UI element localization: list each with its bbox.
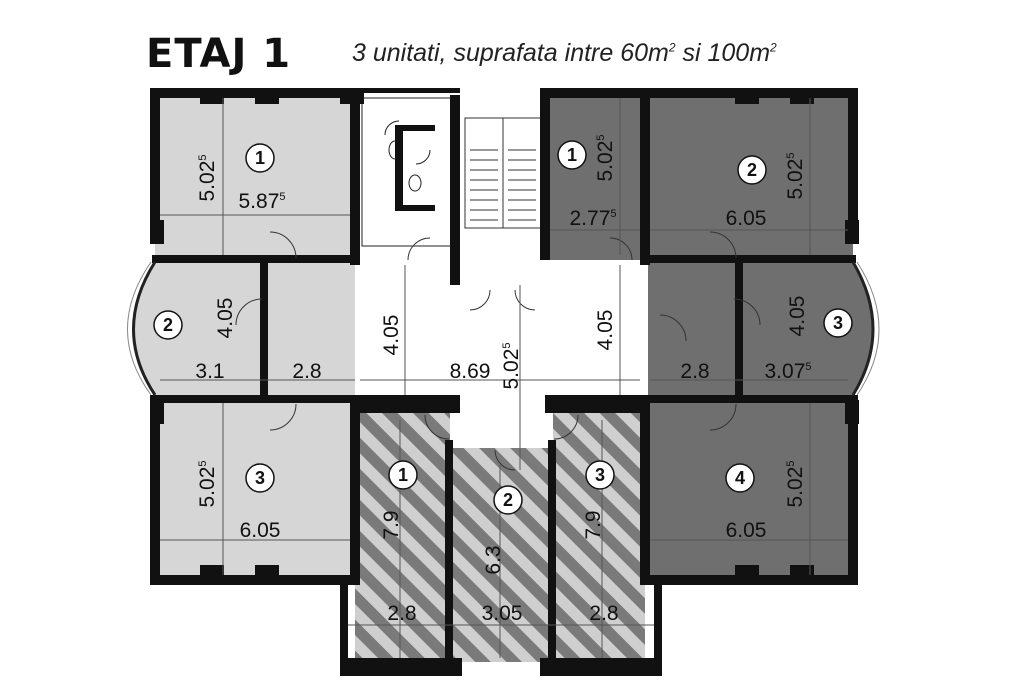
dim-dark-1-h: 5.025: [594, 135, 617, 182]
badge-dark-2: 2: [737, 155, 767, 185]
dim-corridor-h: 5.025: [500, 343, 523, 390]
bay-window-left: [132, 261, 157, 396]
dim-hatched-1-w: 2.8: [387, 602, 416, 625]
dim-light-2-h: 4.05: [214, 298, 237, 339]
dim-dark-4-w: 6.05: [726, 519, 767, 542]
dim-hatched-2-w: 3.05: [482, 602, 523, 625]
dim-dark-1-w-val: 2.77: [570, 207, 611, 230]
dim-dark-1-w: 2.775: [570, 207, 617, 230]
badge-dark-4: 4: [725, 463, 755, 493]
dim-corridor-left-w: 2.8: [292, 360, 321, 383]
dim-dark-2-h: 5.025: [784, 153, 807, 200]
dim-light-1-w: 5.875: [239, 190, 286, 213]
dim-hatched-1-h: 7.9: [380, 510, 403, 539]
dimension-labels: 5.025 5.875 4.05 3.1 5.025 6.05 5.025 2.…: [195, 135, 811, 626]
dim-dark-4-h: 5.025: [784, 461, 807, 508]
badge-light-2-num: 2: [163, 315, 173, 335]
dim-hatched-3-h: 7.9: [582, 510, 605, 539]
walls: [150, 88, 859, 676]
dim-corridor-h-val: 5.02: [500, 349, 523, 390]
badge-light-3: 3: [245, 463, 275, 493]
dim-dark-3-w-val: 3.07: [765, 360, 806, 383]
badge-hatched-1: 1: [388, 460, 418, 490]
bay-window-right-outer: [856, 261, 880, 396]
unit-hatched-2: [452, 448, 550, 662]
dim-light-3-w: 6.05: [240, 519, 281, 542]
dim-light-3-h-val: 5.02: [196, 467, 219, 508]
dim-corridor-w: 8.69: [450, 360, 491, 383]
dim-light-3-h: 5.025: [196, 461, 219, 508]
bay-window-left-outer: [127, 261, 152, 396]
badge-dark-2-num: 2: [747, 160, 757, 180]
dim-dark-3-w: 3.075: [765, 360, 812, 383]
unit-dark-1: [548, 95, 644, 260]
dim-light-1-h-val: 5.02: [196, 161, 219, 202]
floor-title: ETAJ 1: [146, 31, 292, 77]
unit-dark-4: [648, 402, 853, 577]
badge-light-1: 1: [245, 143, 275, 173]
dim-dark-3-h: 4.05: [786, 296, 809, 337]
dim-light-1-w-val: 5.87: [239, 190, 280, 213]
door-swings: [235, 231, 761, 471]
unit-badges: 1 2 3 1 2 3 4 1 2 3: [153, 140, 853, 515]
dim-light-1-h: 5.025: [196, 155, 219, 202]
dim-corridor-right-h: 4.05: [594, 310, 617, 351]
badge-dark-1-num: 1: [567, 145, 577, 165]
subtitle-sup-b: 2: [770, 40, 777, 55]
subtitle-text: 3 unitati, suprafata intre 60m: [352, 39, 669, 67]
badge-dark-3-num: 3: [833, 313, 843, 333]
badge-light-3-num: 3: [255, 468, 265, 488]
dim-dark-2-h-val: 5.02: [784, 159, 807, 200]
dim-dark-4-h-val: 5.02: [784, 467, 807, 508]
unit-light-2: [133, 262, 355, 395]
floor-subtitle: 3 unitati, suprafata intre 60m2 si 100m2: [352, 38, 777, 68]
dim-corridor-right-w: 2.8: [680, 360, 709, 383]
badge-hatched-3-num: 3: [595, 465, 605, 485]
dim-hatched-2-h: 6.3: [482, 545, 505, 574]
badge-hatched-3: 3: [585, 460, 615, 490]
subtitle-text-b: si 100m: [675, 39, 771, 67]
badge-hatched-2: 2: [493, 485, 523, 515]
wc-block: [361, 97, 453, 247]
unit-hatched-1: [355, 400, 450, 662]
badge-dark-3: 3: [823, 308, 853, 338]
badge-light-2: 2: [153, 310, 183, 340]
badge-dark-1: 1: [557, 140, 587, 170]
dimension-lines: [160, 98, 848, 658]
badge-hatched-2-num: 2: [503, 490, 513, 510]
subtitle-sup: 2: [668, 40, 676, 55]
dim-hatched-3-w: 2.8: [589, 602, 618, 625]
dim-light-2-w: 3.1: [195, 360, 224, 383]
dim-dark-2-w: 6.05: [726, 207, 767, 230]
badge-light-1-num: 1: [255, 148, 265, 168]
unit-dark-3: [648, 262, 873, 395]
bay-window-right: [851, 261, 875, 396]
badge-hatched-1-num: 1: [398, 465, 408, 485]
dim-dark-1-h-val: 5.02: [594, 141, 617, 182]
badge-dark-4-num: 4: [735, 468, 745, 488]
dim-corridor-left-h: 4.05: [380, 315, 403, 356]
unit-light-1: [155, 95, 355, 255]
unit-hatched-3: [553, 400, 645, 662]
